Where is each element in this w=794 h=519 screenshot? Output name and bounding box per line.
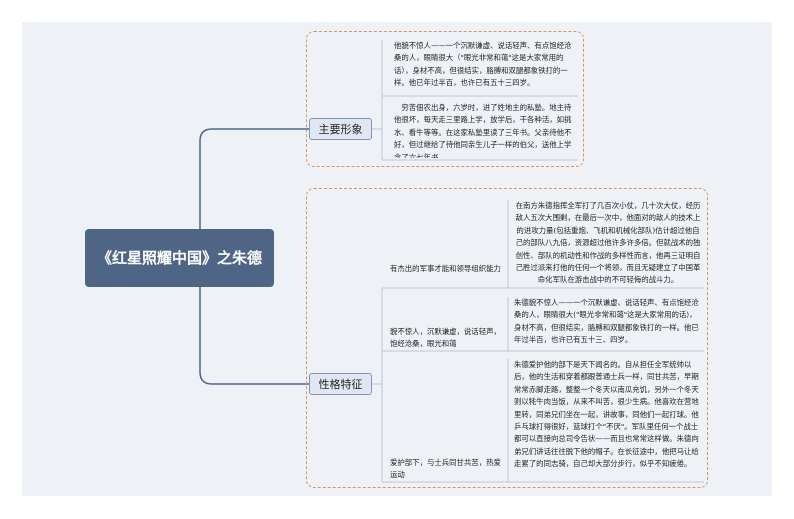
trait-detail-care-for-soldiers: 朱德爱护他的部下是天下闻名的。自从担任全军统帅以后，他的生活和穿着都跟普通士兵一… [514,360,699,469]
branch-main-image[interactable]: 主要形象 [309,118,372,140]
connector-root-to-personality [199,258,309,385]
branch-personality[interactable]: 性格特征 [309,373,372,395]
connector-root-to-main-image [199,128,309,259]
main-image-appearance-text: 他貌不惊人——一个沉默谦虚、说话轻声、有点饱经沧桑的人，眼睛很大（"眼光非常和蔼… [394,41,572,88]
personality-group [306,188,708,488]
main-image-background-text: 穷苦佃农出身，六岁时，进了姓地主的私塾。地主待他很坏，每天走三里路上学，放学后，… [394,103,572,158]
trait-detail-military-ability: 在南方朱德指挥全军打了几百次小仗，几十次大仗，经历敌人五次大围剿，在最后一次中，… [515,201,701,285]
root-topic[interactable]: 《红星照耀中国》之朱德 [85,229,274,287]
trait-detail-appearance: 朱德貌不惊人——一个沉默谦虚、说话轻声、有点饱经沧桑的人，眼睛很大("眼光非常和… [514,298,699,345]
main-image-group [306,31,584,167]
trait-leaf-military-ability: 有杰出的军事才能和领导组织能力 [390,264,501,273]
trait-leaf-appearance: 貌不惊人，沉默谦虚，说话轻声，饱经沧桑，眼光和蔼 [390,327,501,349]
trait-leaf-care-for-soldiers: 爱护部下，与士兵同甘共苦，热爱运动 [390,458,501,480]
